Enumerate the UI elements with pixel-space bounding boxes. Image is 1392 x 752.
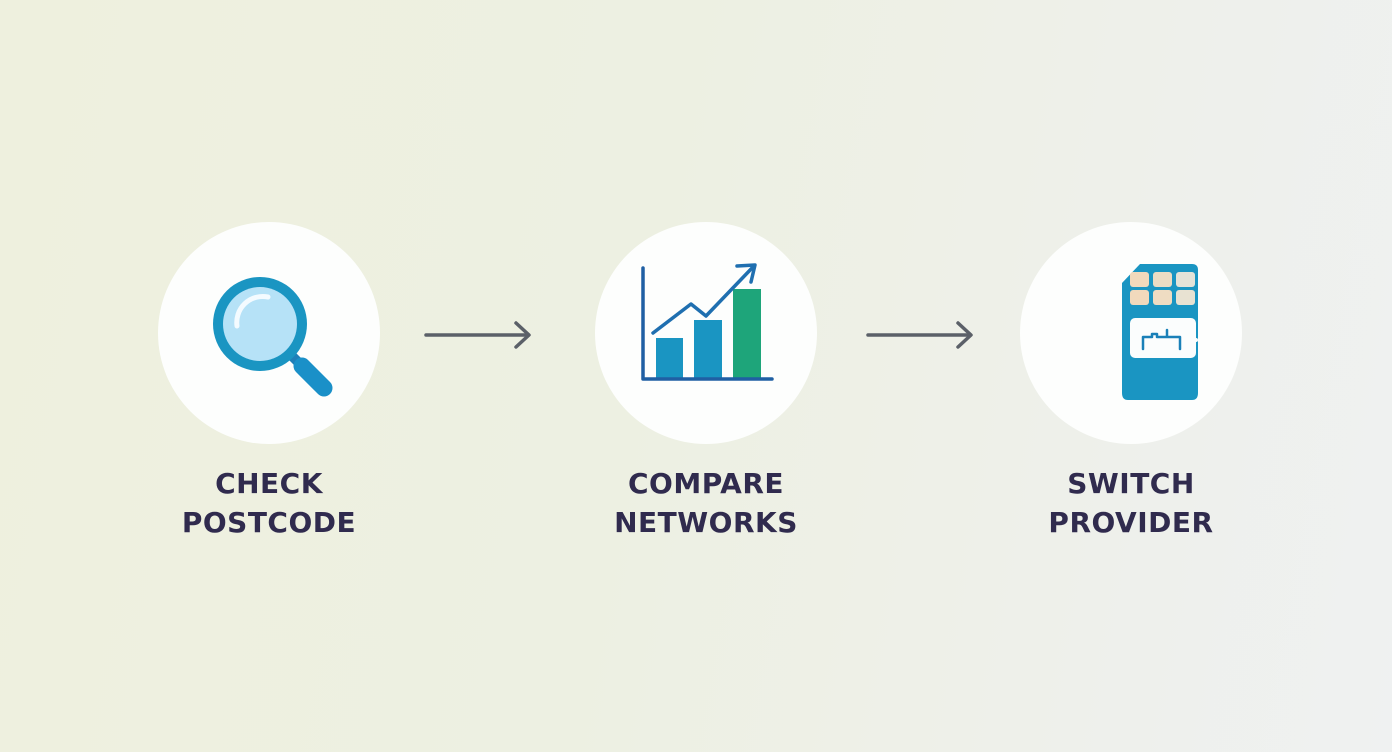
- step-circle: [158, 222, 380, 444]
- step-label: SWITCH PROVIDER: [1048, 464, 1213, 542]
- step-circle: [595, 222, 817, 444]
- step-label-line1: CHECK: [215, 467, 323, 500]
- arrow-right-icon: [866, 321, 973, 349]
- sim-card-icon: [1122, 264, 1198, 400]
- step-label-line2: POSTCODE: [181, 506, 357, 539]
- step-label-line2: NETWORKS: [614, 506, 798, 539]
- bar-chart-growth-icon: [641, 263, 774, 381]
- step-label: COMPARE NETWORKS: [614, 464, 798, 542]
- step-switch-provider: SWITCH PROVIDER: [1019, 222, 1243, 542]
- step-check-postcode: CHECK POSTCODE: [157, 222, 381, 542]
- step-label-line1: SWITCH: [1067, 467, 1195, 500]
- magnifying-glass-icon: [213, 277, 333, 397]
- arrow-right-icon: [424, 321, 531, 349]
- step-compare-networks: COMPARE NETWORKS: [594, 222, 818, 542]
- step-label-line1: COMPARE: [627, 467, 785, 500]
- step-label: CHECK POSTCODE: [182, 464, 356, 542]
- step-label-line2: PROVIDER: [1048, 506, 1214, 539]
- step-circle: [1020, 222, 1242, 444]
